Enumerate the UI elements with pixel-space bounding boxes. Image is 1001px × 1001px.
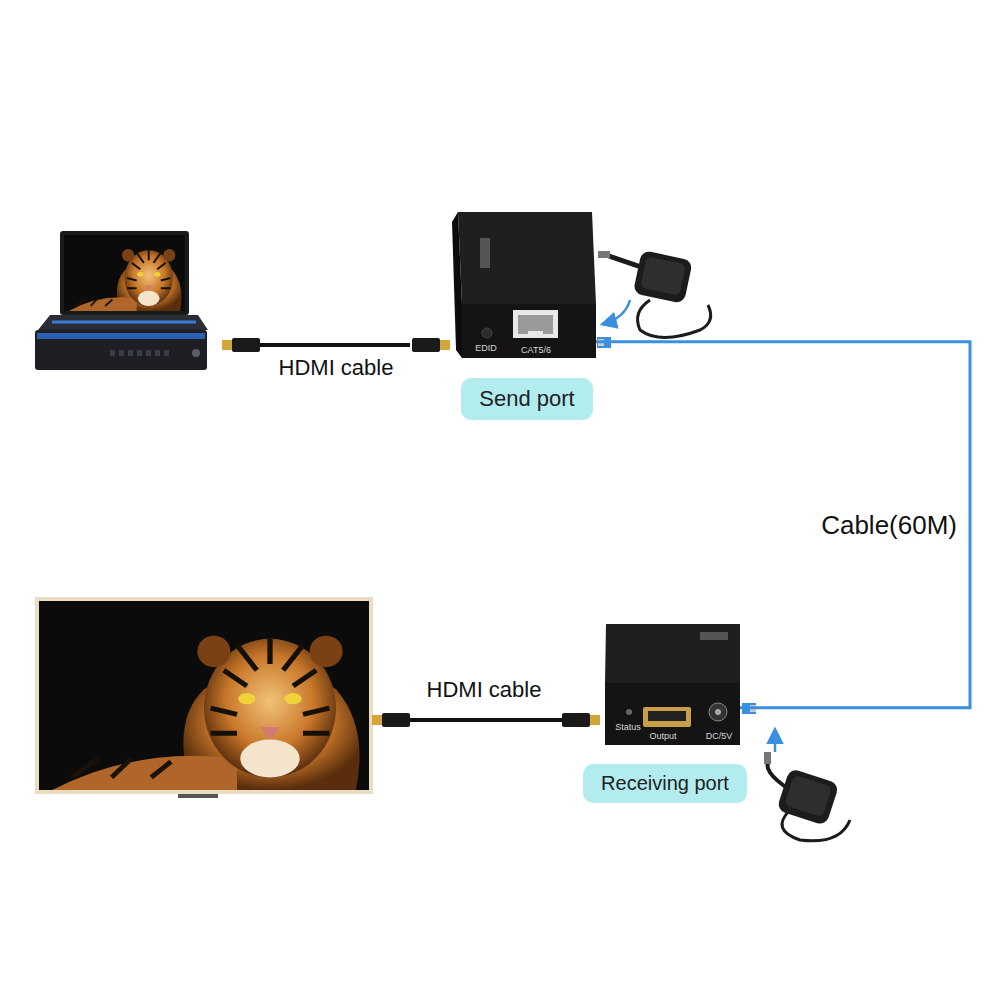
port-label: EDID bbox=[475, 344, 497, 353]
extender-face: EDID CAT5/6 bbox=[462, 304, 596, 358]
port-label: Output bbox=[649, 732, 676, 741]
network-cable bbox=[596, 342, 970, 708]
port-tag: Receiving port bbox=[583, 764, 747, 803]
cable-length-label: Cable(60M) bbox=[818, 511, 960, 540]
tag-text: Send port bbox=[479, 386, 574, 412]
extender-face: StatusOutput DC/5V bbox=[605, 683, 740, 745]
cable-label: HDMI cable bbox=[427, 678, 542, 702]
port-label: Status bbox=[615, 723, 641, 732]
port-tag: Send port bbox=[461, 378, 592, 420]
tag-text: Receiving port bbox=[601, 772, 729, 795]
port-label: DC/5V bbox=[706, 732, 733, 741]
port-label: CAT5/6 bbox=[521, 346, 551, 355]
cable-label: HDMI cable bbox=[279, 356, 394, 380]
